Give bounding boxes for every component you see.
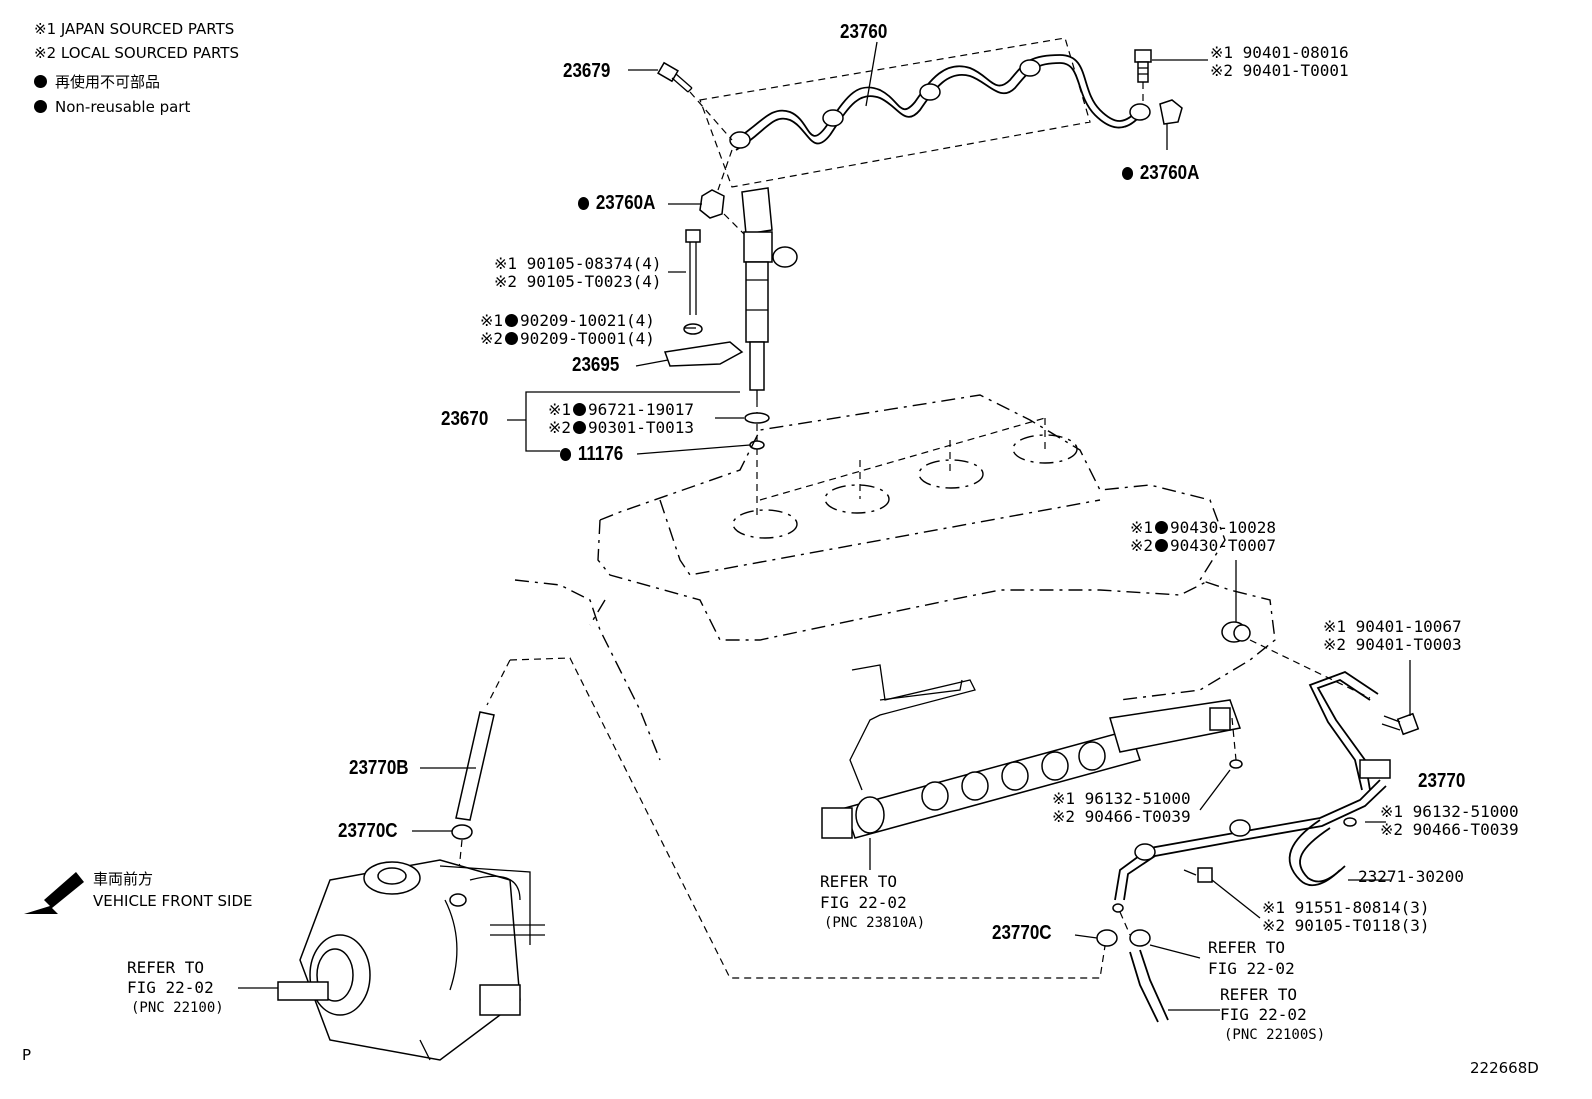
- non-reusable-dot-icon: [578, 197, 590, 210]
- part-gasket-a-2[interactable]: ※2 90466-T0039: [1052, 807, 1191, 826]
- fuel-pipe-23770-shape: [1112, 670, 1391, 936]
- non-reusable-dot-icon: [1155, 539, 1169, 552]
- leader-lines-top: [628, 41, 1208, 455]
- part-clamp-bolt-2[interactable]: ※2 90105-T0118(3): [1262, 916, 1430, 935]
- part-clamp-bolt-1[interactable]: ※1 91551-80814(3): [1262, 898, 1430, 917]
- part-23770C-bottom[interactable]: 23770C: [992, 922, 1052, 944]
- cap-90430-shape: [1221, 560, 1371, 699]
- legend-non-reusable-jp: 再使用不可部品: [34, 75, 160, 90]
- corner-p: P: [22, 1046, 32, 1064]
- non-reusable-dot-icon: [1155, 521, 1169, 534]
- non-reusable-dot-icon: [505, 332, 519, 345]
- engine-head-outline: [514, 394, 1276, 761]
- direction-jp: 車両前方: [93, 870, 154, 888]
- ref-pump-line1[interactable]: REFER TO: [127, 958, 205, 977]
- part-pipe-bolt-1[interactable]: ※1 90401-10067: [1323, 617, 1462, 636]
- hose-bottom-shape: [1074, 929, 1220, 1023]
- leak-pipe-23760: [699, 37, 1151, 188]
- non-reusable-dot-icon: [34, 100, 47, 113]
- part-11176[interactable]: 11176: [560, 444, 623, 464]
- part-bolt-top-2[interactable]: ※2 90401-T0001: [1210, 61, 1349, 80]
- gasket-96132-shape: [1199, 769, 1386, 827]
- legend-local: ※2 LOCAL SOURCED PARTS: [34, 44, 239, 62]
- part-23770C-top[interactable]: 23770C: [338, 820, 398, 842]
- non-reusable-dot-icon: [573, 403, 587, 416]
- non-reusable-dot-icon: [34, 75, 47, 88]
- legend-non-reusable-en: Non-reusable part: [34, 100, 190, 115]
- non-reusable-dot-icon: [573, 421, 587, 434]
- part-23271[interactable]: 23271-30200: [1358, 867, 1464, 886]
- part-23770B[interactable]: 23770B: [349, 757, 409, 779]
- part-gasket-a-1[interactable]: ※1 96132-51000: [1052, 789, 1191, 808]
- non-reusable-dot-icon: [560, 448, 572, 461]
- ref-pump-line3: (PNC 22100): [131, 1000, 224, 1016]
- gasket-23760A-left-shape: [699, 149, 749, 239]
- direction-en: VEHICLE FRONT SIDE: [93, 892, 253, 910]
- ref-hose-b-line1[interactable]: REFER TO: [1220, 985, 1298, 1004]
- return-hose-23271-shape: [1288, 819, 1390, 887]
- hose-23770B-shape: [412, 711, 495, 881]
- part-gasket-b-2[interactable]: ※2 90466-T0039: [1380, 820, 1519, 839]
- injector-23670-shape: [741, 187, 798, 520]
- ref-rail-line3: (PNC 23810A): [824, 915, 926, 931]
- part-23760[interactable]: 23760: [840, 21, 888, 43]
- ref-rail-line2[interactable]: FIG 22-02: [820, 893, 907, 912]
- part-gasket-b-1[interactable]: ※1 96132-51000: [1380, 802, 1519, 821]
- ref-hose-b-line3: (PNC 22100S): [1224, 1027, 1326, 1043]
- non-reusable-dot-icon: [1122, 167, 1134, 180]
- part-23760A-right[interactable]: 23760A: [1122, 163, 1199, 183]
- figure-code: 222668D: [1470, 1059, 1539, 1077]
- supply-pump-shape: [238, 859, 545, 1061]
- part-pipe-bolt-2[interactable]: ※2 90401-T0003: [1323, 635, 1462, 654]
- legend-japan: ※1 JAPAN SOURCED PARTS: [34, 20, 235, 38]
- part-injector-bolt-1[interactable]: ※1 90105-08374(4): [494, 254, 662, 273]
- bolt-23679-shape: [657, 61, 733, 141]
- ref-pump-line2[interactable]: FIG 22-02: [127, 978, 214, 997]
- clamp-bolt-shape: [1183, 867, 1261, 919]
- bracket-23670: [507, 391, 740, 452]
- part-bolt-top-1[interactable]: ※1 90401-08016: [1210, 43, 1349, 62]
- part-23760A-left[interactable]: 23760A: [578, 193, 655, 213]
- front-arrow-icon: [24, 872, 84, 914]
- ref-rail-line1[interactable]: REFER TO: [820, 872, 898, 891]
- part-23770[interactable]: 23770: [1418, 770, 1466, 792]
- pipe-bolt-shape: [1381, 660, 1420, 736]
- ref-hose-b-line2[interactable]: FIG 22-02: [1220, 1005, 1307, 1024]
- bolt-top-right-shape: [1134, 49, 1183, 150]
- ref-hose-a-line2[interactable]: FIG 22-02: [1208, 959, 1295, 978]
- dashed-route-pump-rail: [486, 657, 1106, 979]
- ref-hose-a-line1[interactable]: REFER TO: [1208, 938, 1286, 957]
- part-23695[interactable]: 23695: [572, 354, 620, 376]
- part-23670[interactable]: 23670: [441, 408, 489, 430]
- part-23679[interactable]: 23679: [563, 60, 611, 82]
- injector-clamp-shape: [663, 229, 744, 367]
- common-rail-shape: [821, 664, 1243, 870]
- non-reusable-dot-icon: [505, 314, 519, 327]
- part-injector-bolt-2[interactable]: ※2 90105-T0023(4): [494, 272, 662, 291]
